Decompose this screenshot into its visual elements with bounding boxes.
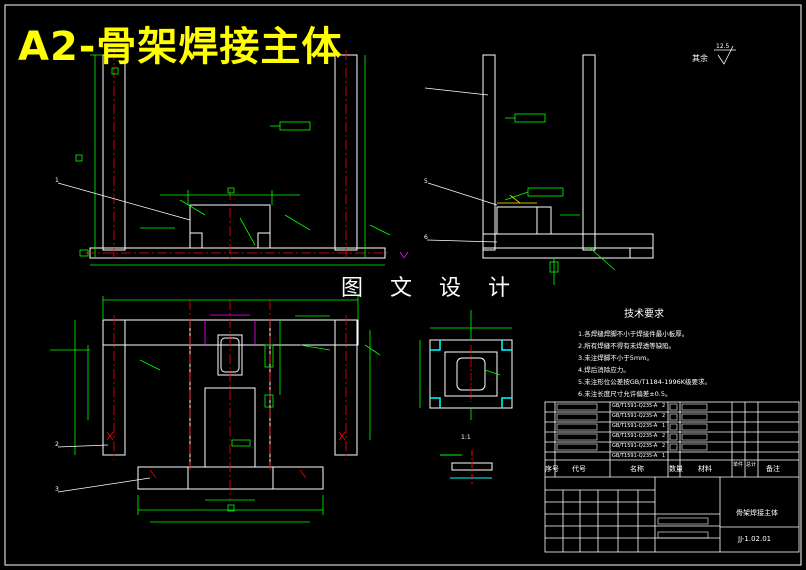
top-view-dimensions xyxy=(50,296,381,523)
front-view xyxy=(89,54,386,259)
drawing-frame xyxy=(4,4,802,566)
weld-detail xyxy=(440,450,493,485)
drawing-title: A2-骨架焊接主体 xyxy=(18,24,343,70)
tech-requirement-item: 1.各焊缝焊脚不小于焊接件最小板厚。 xyxy=(578,330,689,338)
tech-requirement-item: 6.未注长度尺寸允许偏差±0.5。 xyxy=(578,390,672,398)
side-view-dimensions xyxy=(504,113,616,285)
drawing-number: JJ-1.02.01 xyxy=(738,535,772,543)
bom-code: GB/T1591-Q235-A xyxy=(612,433,658,439)
title-block-cells xyxy=(556,403,709,539)
bom-qty: 2 xyxy=(662,403,666,409)
bom-qty: 1 xyxy=(662,423,666,429)
watermark-text: 图 文 设 计 xyxy=(341,276,520,301)
leader-number-6: 6 xyxy=(424,234,428,241)
bom-qty: 2 xyxy=(662,433,666,439)
bom-code: GB/T1591-Q235-A xyxy=(612,403,658,409)
tb-header-col: 序号 xyxy=(545,465,559,473)
surface-finish-value: 12.5 xyxy=(716,43,730,50)
side-view xyxy=(482,54,654,259)
bom-code: GB/T1591-Q235-A xyxy=(612,423,658,429)
tb-header-col: 总计 xyxy=(746,462,757,468)
leader-number-2: 2 xyxy=(55,441,59,448)
tb-header-col: 名称 xyxy=(630,465,644,473)
bom-qty: 2 xyxy=(662,413,666,419)
section-detail-corners xyxy=(430,340,512,408)
tb-header-col: 备注 xyxy=(766,465,780,473)
tech-requirement-item: 3.未注焊脚不小于5mm。 xyxy=(578,354,654,362)
tb-header-col: 数量 xyxy=(669,465,683,473)
leader-number-1: 1 xyxy=(55,177,59,184)
side-view-highlight xyxy=(497,194,537,204)
tb-header-col: 单件 xyxy=(733,462,744,468)
leader-number-5: 5 xyxy=(424,178,428,185)
front-view-centerlines xyxy=(85,50,390,262)
top-view-highlights xyxy=(106,431,346,479)
tb-header-col: 材料 xyxy=(698,465,712,473)
top-view xyxy=(102,319,359,490)
tech-requirement-item: 2.所有焊缝不得有未焊透等缺陷。 xyxy=(578,342,676,350)
part-name: 骨架焊接主体 xyxy=(736,509,778,517)
tech-requirements-heading: 技术要求 xyxy=(624,309,664,320)
title-block xyxy=(544,401,800,553)
bom-qty: 2 xyxy=(662,443,666,449)
top-view-hidden xyxy=(204,314,256,345)
front-view-dimensions xyxy=(75,54,391,266)
bom-code: GB/T1591-Q235-A xyxy=(612,443,658,449)
top-view-centerlines xyxy=(113,300,347,500)
leader-lines xyxy=(57,87,498,493)
tech-requirement-item: 4.焊后消除应力。 xyxy=(578,366,630,374)
surface-finish-label: 其余 xyxy=(692,54,708,63)
leader-number-3: 3 xyxy=(55,486,59,493)
bom-code: GB/T1591-Q235-A xyxy=(612,413,658,419)
bom-code: GB/T1591-Q235-A xyxy=(612,453,658,459)
tech-requirement-item: 5.未注形位公差按GB/T1184-1996K级要求。 xyxy=(578,378,712,386)
roughness-symbol xyxy=(714,45,736,65)
detail-scale-label: 1:1 xyxy=(461,434,471,441)
bom-qty: 1 xyxy=(662,453,666,459)
section-detail-dims xyxy=(419,310,512,420)
front-view-hidden xyxy=(399,251,409,259)
tb-header-col: 代号 xyxy=(572,465,586,473)
